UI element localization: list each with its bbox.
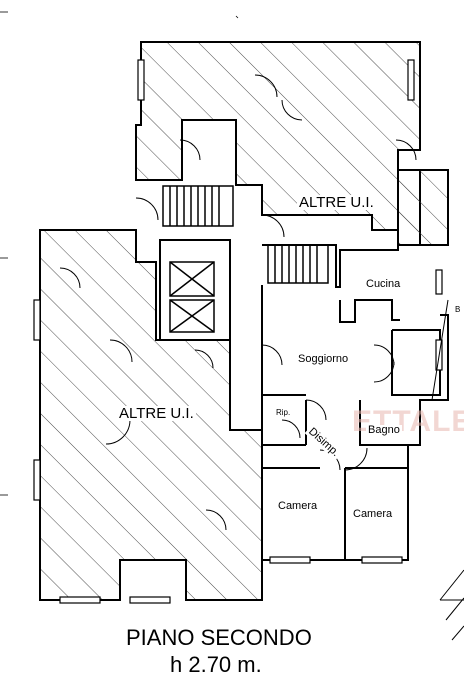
hatched-area-top	[135, 41, 421, 246]
room-label-camera-right: Camera	[351, 508, 395, 520]
room-label-soggiorno: Soggiorno	[296, 353, 351, 365]
room-label-b-edge: B	[455, 305, 461, 314]
room-label-bagno: Bagno	[366, 424, 402, 436]
room-label-camera-left: Camera	[276, 500, 320, 512]
adjacent-drawing-fragment	[431, 299, 464, 641]
ceiling-height: h 2.70 m.	[170, 652, 262, 677]
edge-ticks	[0, 11, 239, 496]
apartment-outline	[261, 244, 449, 561]
room-label-rip: Rip.	[274, 408, 293, 417]
hatched-area-top-right	[397, 169, 449, 246]
window-markers	[33, 59, 443, 604]
stair-core	[159, 185, 329, 341]
room-label-cucina: Cucina	[364, 278, 403, 290]
room-label-altre-ui-top: ALTRE U.I.	[297, 194, 376, 211]
room-label-altre-ui-left: ALTRE U.I.	[117, 405, 196, 422]
floor-title: PIANO SECONDO	[126, 625, 312, 650]
